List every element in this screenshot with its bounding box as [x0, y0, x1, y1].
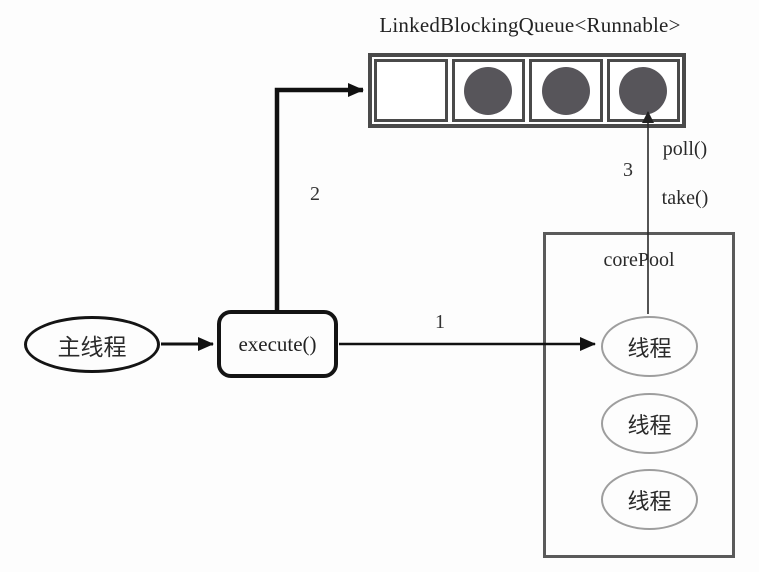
queue-cell	[606, 59, 680, 122]
queue-cell	[529, 59, 603, 122]
take-method-label: take()	[661, 187, 709, 209]
step-3-label: 3	[623, 159, 633, 181]
core-pool-label: corePool	[603, 249, 675, 271]
main-thread-label: 主线程	[57, 334, 127, 360]
step-2-label: 2	[310, 183, 320, 205]
task-circle-icon	[619, 66, 668, 115]
worker-thread-ellipse: 线程	[601, 469, 698, 530]
task-circle-icon	[464, 66, 513, 115]
execute-method-box: execute()	[217, 310, 338, 378]
queue-title: LinkedBlockingQueue<Runnable>	[379, 13, 681, 37]
worker-thread-label: 线程	[627, 488, 672, 514]
worker-thread-label: 线程	[627, 412, 672, 438]
worker-thread-ellipse: 线程	[601, 316, 698, 377]
step-1-label: 1	[435, 311, 445, 333]
main-thread-ellipse: 主线程	[24, 316, 160, 373]
queue-cell	[451, 59, 525, 122]
worker-thread-label: 线程	[627, 335, 672, 361]
worker-thread-ellipse: 线程	[601, 393, 698, 454]
task-circle-icon	[541, 66, 590, 115]
queue-cell	[374, 59, 448, 122]
blocking-queue	[368, 53, 686, 128]
poll-method-label: poll()	[662, 138, 708, 160]
core-pool-box: corePool 线程 线程 线程	[543, 232, 735, 558]
execute-label: execute()	[238, 331, 317, 356]
